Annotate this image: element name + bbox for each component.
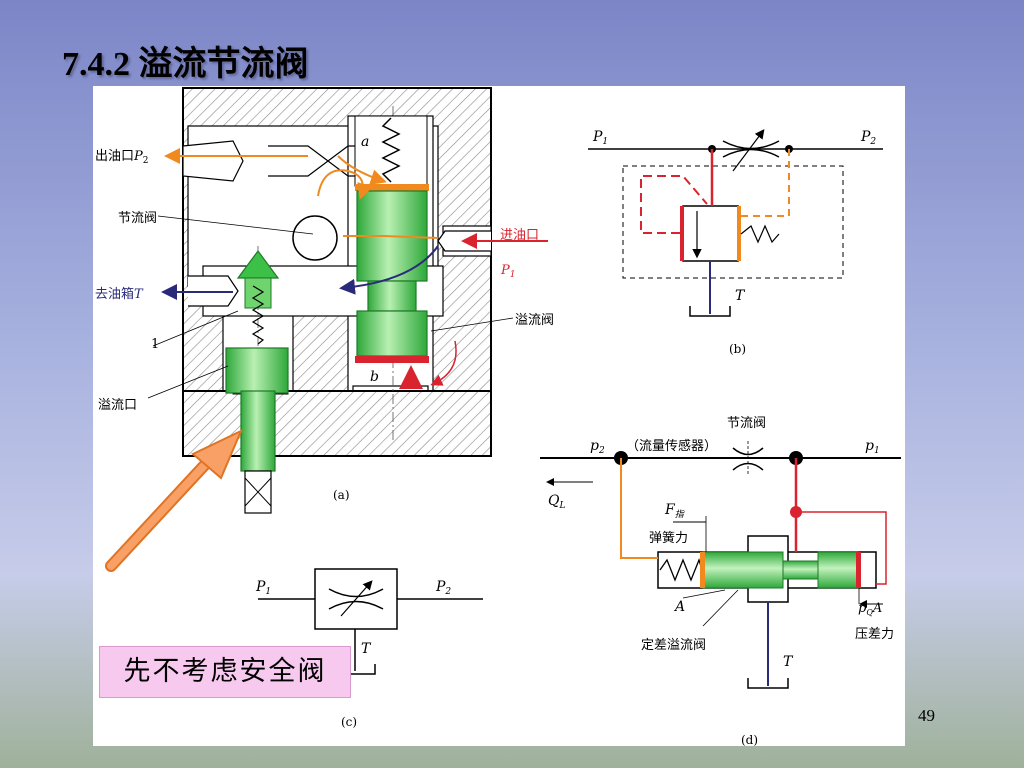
overflow-port-label: 溢流口 [98,398,137,413]
relief-box-b [682,205,739,262]
d-flow-label: QL [548,493,565,511]
diagram-c-symbol: P1 P2 T (c) [255,568,483,729]
b-t-label: T [735,288,746,304]
diagram-a-section: a b [95,87,554,514]
d-spring-force-label: 弹簧力 [649,530,688,546]
outlet-label: 出油口P2 [95,149,149,166]
inlet-label: 进油口 [500,228,539,243]
part-number-label: 1 [151,337,159,352]
d-p2-label: p2 [590,438,605,456]
d-pq-label: pQA [858,601,882,617]
d-throttle-label: 节流阀 [727,416,766,431]
pilot-piston [225,347,289,394]
diagram-d-symbol: p2 p1 （流量传感器） 节流阀 QL F指 弹簧力 A 定差溢流阀 pQA … [540,416,901,746]
chamber-a-label: a [361,134,369,150]
page-number: 49 [918,706,935,725]
caption-d: (d) [741,733,758,746]
d-p1-label: p1 [865,438,880,456]
d-t-label: T [783,654,794,670]
caption-c: (c) [341,715,357,729]
slide-title: 7.4.2 溢流节流阀 [62,46,309,83]
c-p1-label: P1 [255,579,271,597]
inlet-symbol: P1 [500,263,515,280]
d-relief-label: 定差溢流阀 [641,638,706,653]
note-callout: 先不考虑安全阀 [99,646,351,698]
relief-label: 溢流阀 [515,313,554,328]
tank-label: 去油箱T [95,286,144,302]
b-p2-label: P2 [860,129,876,147]
diagram-b-symbol: P1 P2 T (b) [588,129,883,356]
c-p2-label: P2 [435,579,451,597]
diagram-panel: a b [93,86,905,746]
throttle-label: 节流阀 [118,211,157,226]
caption-b: (b) [729,342,746,356]
valve-diagrams: a b [95,87,901,746]
caption-a: (a) [333,488,350,502]
adjusting-screw [240,390,276,472]
d-pressure-diff-label: 压差力 [855,627,894,642]
d-force-label: F指 [664,502,685,520]
pointer-arrow [105,428,243,572]
d-sensor-label: （流量传感器） [626,438,717,454]
chamber-b-label: b [370,369,379,385]
spool-top-plate [355,184,429,191]
spool-bottom-plate [355,356,429,363]
d-area-label: A [673,599,685,615]
b-p1-label: P1 [592,129,608,147]
c-t-label: T [361,641,372,657]
